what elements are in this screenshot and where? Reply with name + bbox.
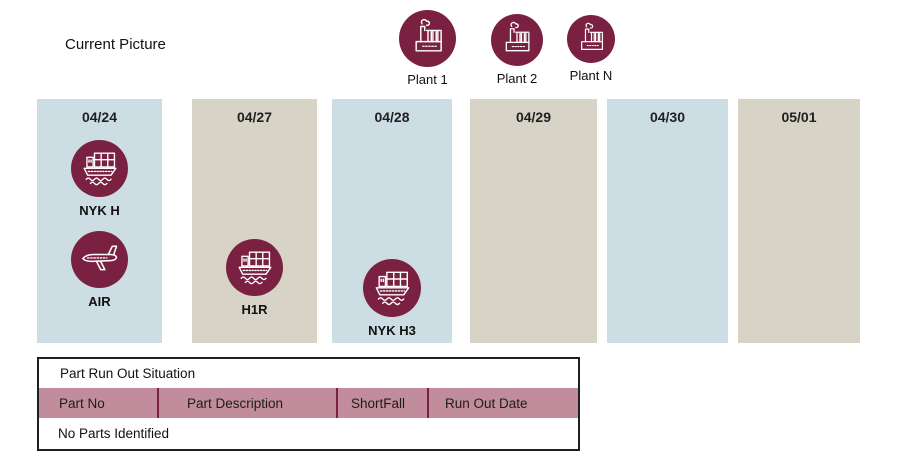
shipment-label: NYK H — [79, 203, 120, 218]
table-title: Part Run Out Situation — [60, 366, 196, 381]
column-date: 05/01 — [781, 109, 817, 125]
header-part-no: Part No — [59, 395, 105, 411]
day-column-04-28: 04/28 NYK H3 — [332, 99, 452, 343]
header-shortfall: ShortFall — [336, 388, 427, 418]
plant-2: Plant 2 — [491, 14, 543, 86]
plant-1: Plant 1 — [399, 10, 456, 87]
factory-icon — [491, 14, 543, 66]
day-column-04-24: 04/24 NYK H AIR — [37, 99, 162, 343]
day-column-04-29: 04/29 — [470, 99, 597, 343]
header-part-description: Part Description — [157, 388, 336, 418]
shipment-label: H1R — [241, 302, 268, 317]
column-date: 04/27 — [236, 109, 273, 125]
column-date: 04/30 — [649, 109, 686, 125]
day-column-05-01: 05/01 — [738, 99, 860, 343]
day-column-04-30: 04/30 — [607, 99, 728, 343]
shipment-label: AIR — [88, 294, 111, 309]
shipment-h1r: H1R — [192, 239, 317, 317]
plant-label: Plant 1 — [407, 72, 448, 87]
table-header-row: Part No Part Description ShortFall Run O… — [39, 388, 578, 418]
column-date: 04/28 — [374, 109, 410, 125]
header-run-out-date: Run Out Date — [427, 388, 578, 418]
plant-label: Plant 2 — [496, 71, 538, 86]
plant-n: Plant N — [567, 15, 615, 83]
factory-icon — [399, 10, 456, 67]
shipment-nyk-h: NYK H — [37, 140, 162, 218]
shipment-nyk-h3: NYK H3 — [332, 259, 452, 338]
shipment-label: NYK H3 — [368, 323, 416, 338]
ship-icon — [226, 239, 283, 296]
shipment-air: AIR — [37, 231, 162, 309]
factory-icon — [567, 15, 615, 63]
ship-icon — [363, 259, 421, 317]
plane-icon — [71, 231, 128, 288]
part-runout-table: Part Run Out Situation Part No Part Desc… — [37, 357, 580, 451]
column-date: 04/24 — [81, 109, 118, 125]
day-column-04-27: 04/27 H1R — [192, 99, 317, 343]
column-date: 04/29 — [515, 109, 552, 125]
plant-label: Plant N — [569, 68, 613, 83]
table-empty-message: No Parts Identified — [58, 426, 170, 441]
ship-icon — [71, 140, 128, 197]
page-title: Current Picture — [65, 36, 166, 53]
